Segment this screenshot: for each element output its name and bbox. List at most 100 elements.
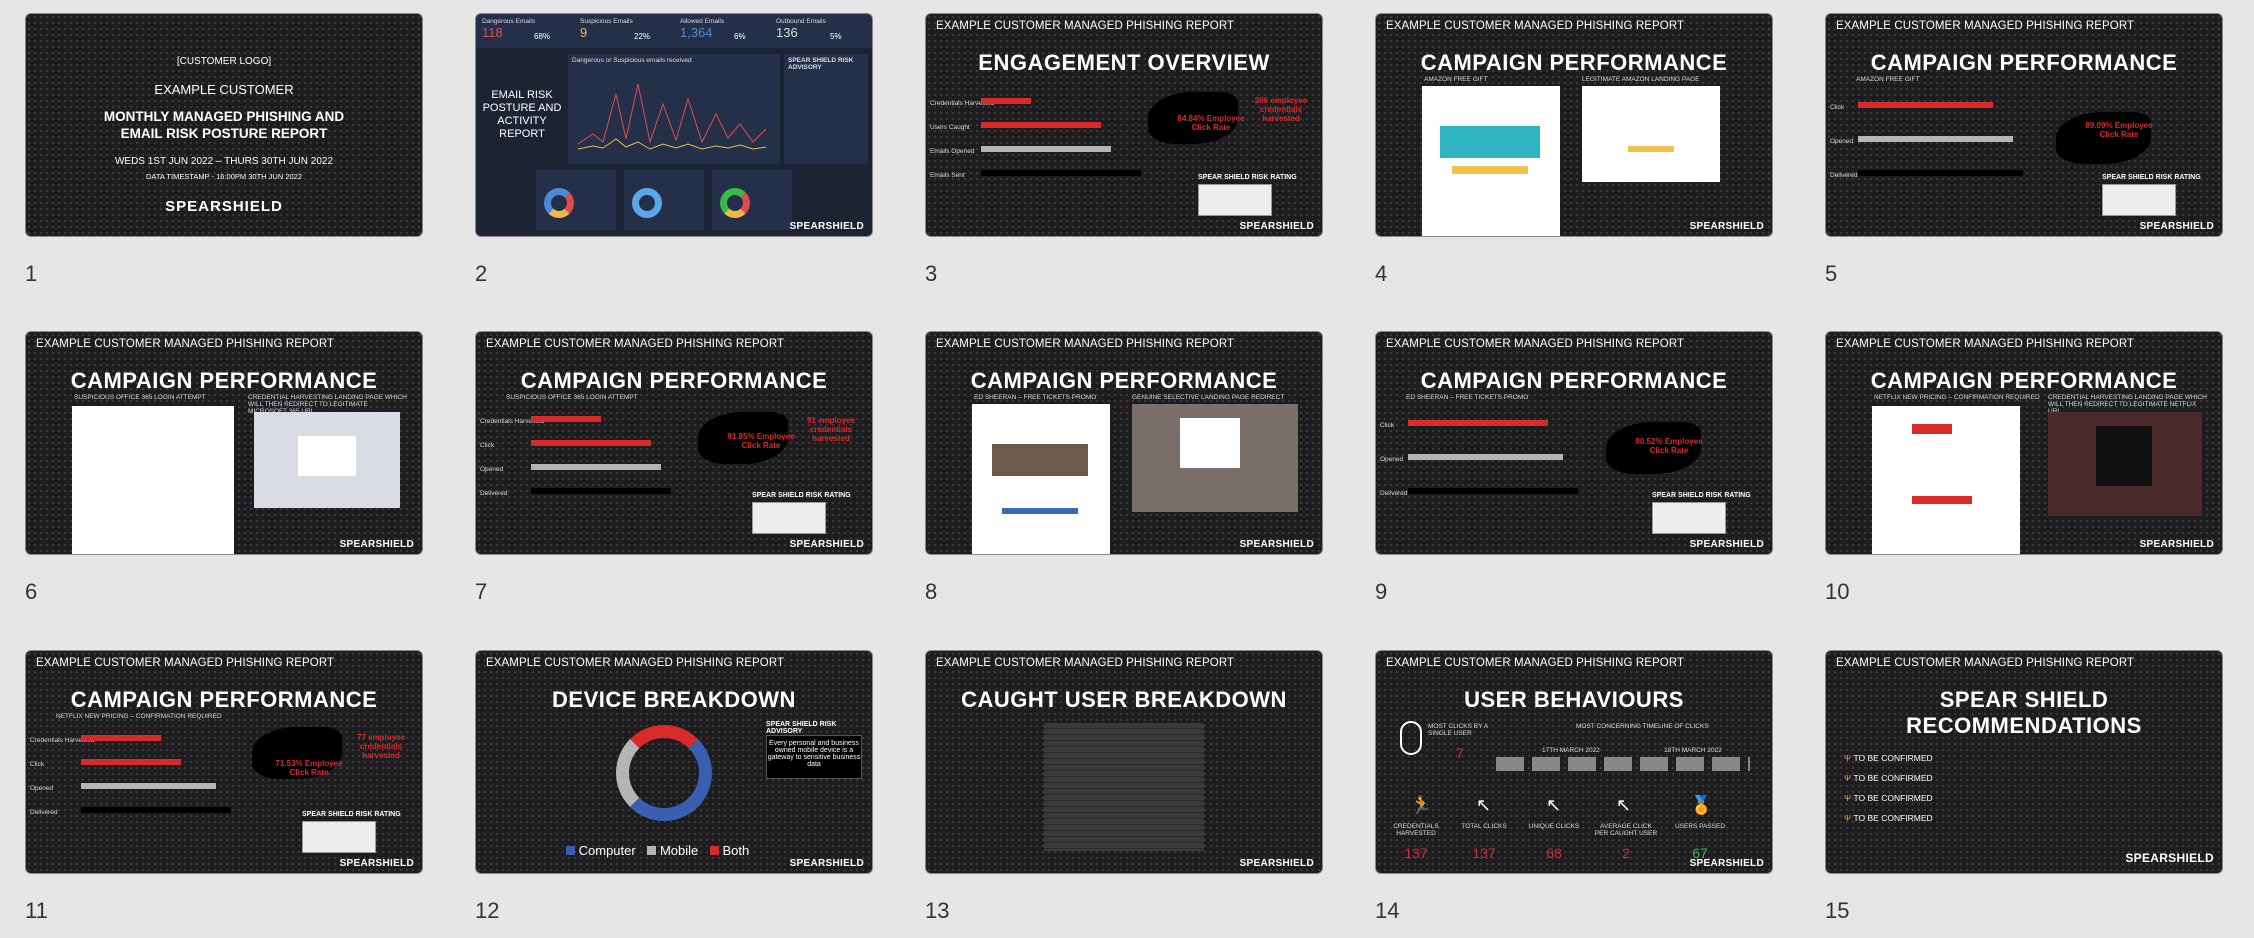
netflix-logo	[1912, 424, 1952, 434]
kpi-label: Dangerous Emails	[482, 18, 536, 25]
sub-right: CREDENTIAL HARVESTING LANDING PAGE WHICH…	[248, 394, 407, 415]
stat-icon: ↖	[1476, 795, 1492, 815]
credentials-harvested: 77 employee credentials harvested	[356, 733, 406, 760]
slide-title: CAMPAIGN PERFORMANCE	[970, 368, 1278, 393]
slide-10-canvas[interactable]: EXAMPLE CUSTOMER MANAGED PHISHING REPORT…	[1825, 331, 2223, 555]
slide-4-canvas[interactable]: EXAMPLE CUSTOMER MANAGED PHISHING REPORT…	[1375, 13, 1773, 237]
slide-header: EXAMPLE CUSTOMER MANAGED PHISHING REPORT	[1836, 338, 2135, 350]
customer-logo-placeholder: [CUSTOMER LOGO]	[176, 56, 272, 67]
slide-thumbnail-5[interactable]: EXAMPLE CUSTOMER MANAGED PHISHING REPORT…	[1825, 13, 2223, 286]
slide-6-canvas[interactable]: EXAMPLE CUSTOMER MANAGED PHISHING REPORT…	[25, 331, 423, 555]
customer-name: EXAMPLE CUSTOMER	[154, 82, 294, 97]
bar-opened	[1408, 454, 1563, 460]
phishing-email-mock	[972, 404, 1110, 554]
slide-thumbnail-6[interactable]: EXAMPLE CUSTOMER MANAGED PHISHING REPORT…	[25, 331, 423, 604]
slide-title: CAUGHT USER BREAKDOWN	[961, 687, 1287, 712]
slide-thumbnail-7[interactable]: EXAMPLE CUSTOMER MANAGED PHISHING REPORT…	[475, 331, 873, 604]
slide-9-canvas[interactable]: EXAMPLE CUSTOMER MANAGED PHISHING REPORT…	[1375, 331, 1773, 555]
shark-graphic	[2056, 112, 2151, 164]
brand-logo: SPEARSHIELD	[1689, 539, 1764, 550]
slide-thumbnail-8[interactable]: EXAMPLE CUSTOMER MANAGED PHISHING REPORT…	[925, 331, 1323, 604]
sub-left: AMAZON FREE GIFT	[1424, 76, 1488, 83]
slide-3-canvas[interactable]: EXAMPLE CUSTOMER MANAGED PHISHING REPORT…	[925, 13, 1323, 237]
rating-title: SPEAR SHIELD RISK RATING	[1652, 492, 1751, 499]
rating-title: SPEAR SHIELD RISK RATING	[1198, 174, 1297, 181]
recommendation-item: Ψ TO BE CONFIRMED	[1844, 793, 1933, 803]
slide-1-canvas[interactable]: [CUSTOMER LOGO] EXAMPLE CUSTOMER MONTHLY…	[25, 13, 423, 237]
stat-value: 2	[1622, 845, 1630, 861]
slide-header: EXAMPLE CUSTOMER MANAGED PHISHING REPORT	[936, 338, 1235, 350]
legend-swatch	[709, 846, 719, 855]
row-label: Opened	[480, 466, 504, 473]
slide-8-canvas[interactable]: EXAMPLE CUSTOMER MANAGED PHISHING REPORT…	[925, 331, 1323, 555]
slide-title-1: SPEAR SHIELD	[1939, 687, 2109, 712]
row-label: Credentials Harvested	[930, 100, 995, 107]
slide-thumbnail-12[interactable]: EXAMPLE CUSTOMER MANAGED PHISHING REPORT…	[475, 650, 873, 923]
brand-logo: SPEARSHIELD	[789, 221, 864, 232]
report-title-2: EMAIL RISK POSTURE REPORT	[120, 126, 328, 141]
slide-thumbnail-15[interactable]: EXAMPLE CUSTOMER MANAGED PHISHING REPORT…	[1825, 650, 2223, 923]
stat-value: 137	[1404, 845, 1428, 861]
kpi-value: 136	[776, 25, 798, 40]
sub-right: GENUINE SELECTIVE LANDING PAGE REDIRECT	[1132, 394, 1285, 401]
slide-thumbnail-14[interactable]: EXAMPLE CUSTOMER MANAGED PHISHING REPORT…	[1375, 650, 1773, 923]
slide-13-canvas[interactable]: EXAMPLE CUSTOMER MANAGED PHISHING REPORT…	[925, 650, 1323, 874]
slide-thumbnail-11[interactable]: EXAMPLE CUSTOMER MANAGED PHISHING REPORT…	[25, 650, 423, 923]
slide-header: EXAMPLE CUSTOMER MANAGED PHISHING REPORT	[1386, 20, 1685, 32]
slide-header: EXAMPLE CUSTOMER MANAGED PHISHING REPORT	[1386, 657, 1685, 669]
row-label: Delivered	[480, 490, 508, 497]
slide-title: CAMPAIGN PERFORMANCE	[70, 368, 378, 393]
donut-panel-1	[536, 170, 616, 230]
bar-emails-opened	[981, 146, 1111, 152]
row-label: Opened	[1380, 456, 1404, 463]
sub-left: AMAZON FREE GIFT	[1856, 76, 1920, 83]
slide-number: 6	[25, 579, 38, 604]
stat-value: 68	[1546, 845, 1562, 861]
slide-number: 14	[1375, 898, 1400, 923]
kpi-pct: 22%	[634, 32, 651, 41]
slide-number: 8	[925, 579, 938, 604]
stat-label: AVERAGE CLICK PER CAUGHT USER	[1594, 823, 1658, 837]
bar-opened	[1858, 136, 2013, 142]
slide-header: EXAMPLE CUSTOMER MANAGED PHISHING REPORT	[936, 20, 1235, 32]
login-box	[298, 436, 356, 476]
recommendation-item: Ψ TO BE CONFIRMED	[1844, 753, 1933, 763]
brand-logo: SPEARSHIELD	[2139, 221, 2214, 232]
slide-thumbnail-13[interactable]: EXAMPLE CUSTOMER MANAGED PHISHING REPORT…	[925, 650, 1323, 923]
slide-thumbnail-3[interactable]: EXAMPLE CUSTOMER MANAGED PHISHING REPORT…	[925, 13, 1323, 286]
brand-logo: SPEARSHIELD	[789, 539, 864, 550]
stat-value: 137	[1472, 845, 1496, 861]
sub-right: CREDENTIAL HARVESTING LANDING PAGE WHICH…	[2048, 394, 2207, 415]
bar-opened	[531, 464, 661, 470]
slide-title: CAMPAIGN PERFORMANCE	[1420, 50, 1728, 75]
slide-12-canvas[interactable]: EXAMPLE CUSTOMER MANAGED PHISHING REPORT…	[475, 650, 873, 874]
phishing-email-mock	[72, 406, 234, 554]
slide-11-canvas[interactable]: EXAMPLE CUSTOMER MANAGED PHISHING REPORT…	[25, 650, 423, 874]
device-donut-chart	[616, 725, 712, 821]
row-label: Delivered	[1380, 490, 1408, 497]
slide-15-canvas[interactable]: EXAMPLE CUSTOMER MANAGED PHISHING REPORT…	[1825, 650, 2223, 874]
slide-7-canvas[interactable]: EXAMPLE CUSTOMER MANAGED PHISHING REPORT…	[475, 331, 873, 555]
row-label: Click	[1380, 422, 1395, 429]
stat-icon: 🏅	[1690, 795, 1713, 815]
slide-thumbnail-10[interactable]: EXAMPLE CUSTOMER MANAGED PHISHING REPORT…	[1825, 331, 2223, 604]
slide-thumbnail-1[interactable]: [CUSTOMER LOGO] EXAMPLE CUSTOMER MONTHLY…	[25, 13, 423, 286]
slide-14-canvas[interactable]: EXAMPLE CUSTOMER MANAGED PHISHING REPORT…	[1375, 650, 1773, 874]
slide-header: EXAMPLE CUSTOMER MANAGED PHISHING REPORT	[1836, 657, 2135, 669]
slide-thumbnail-4[interactable]: EXAMPLE CUSTOMER MANAGED PHISHING REPORT…	[1375, 13, 1773, 286]
caught-user-table	[1044, 723, 1204, 851]
row-label: Credentials Harvested	[30, 737, 95, 744]
slide-header: EXAMPLE CUSTOMER MANAGED PHISHING REPORT	[1386, 338, 1685, 350]
credentials-harvested: 206 employee credentials harvested	[1254, 96, 1308, 123]
amazon-banner	[1440, 126, 1540, 158]
row-label: Opened	[1830, 138, 1854, 145]
slide-5-canvas[interactable]: EXAMPLE CUSTOMER MANAGED PHISHING REPORT…	[1825, 13, 2223, 237]
donut-chart	[632, 188, 662, 218]
slide-thumbnail-9[interactable]: EXAMPLE CUSTOMER MANAGED PHISHING REPORT…	[1375, 331, 1773, 604]
kpi-value: 118	[482, 25, 503, 40]
legend-label: Computer	[578, 843, 636, 858]
